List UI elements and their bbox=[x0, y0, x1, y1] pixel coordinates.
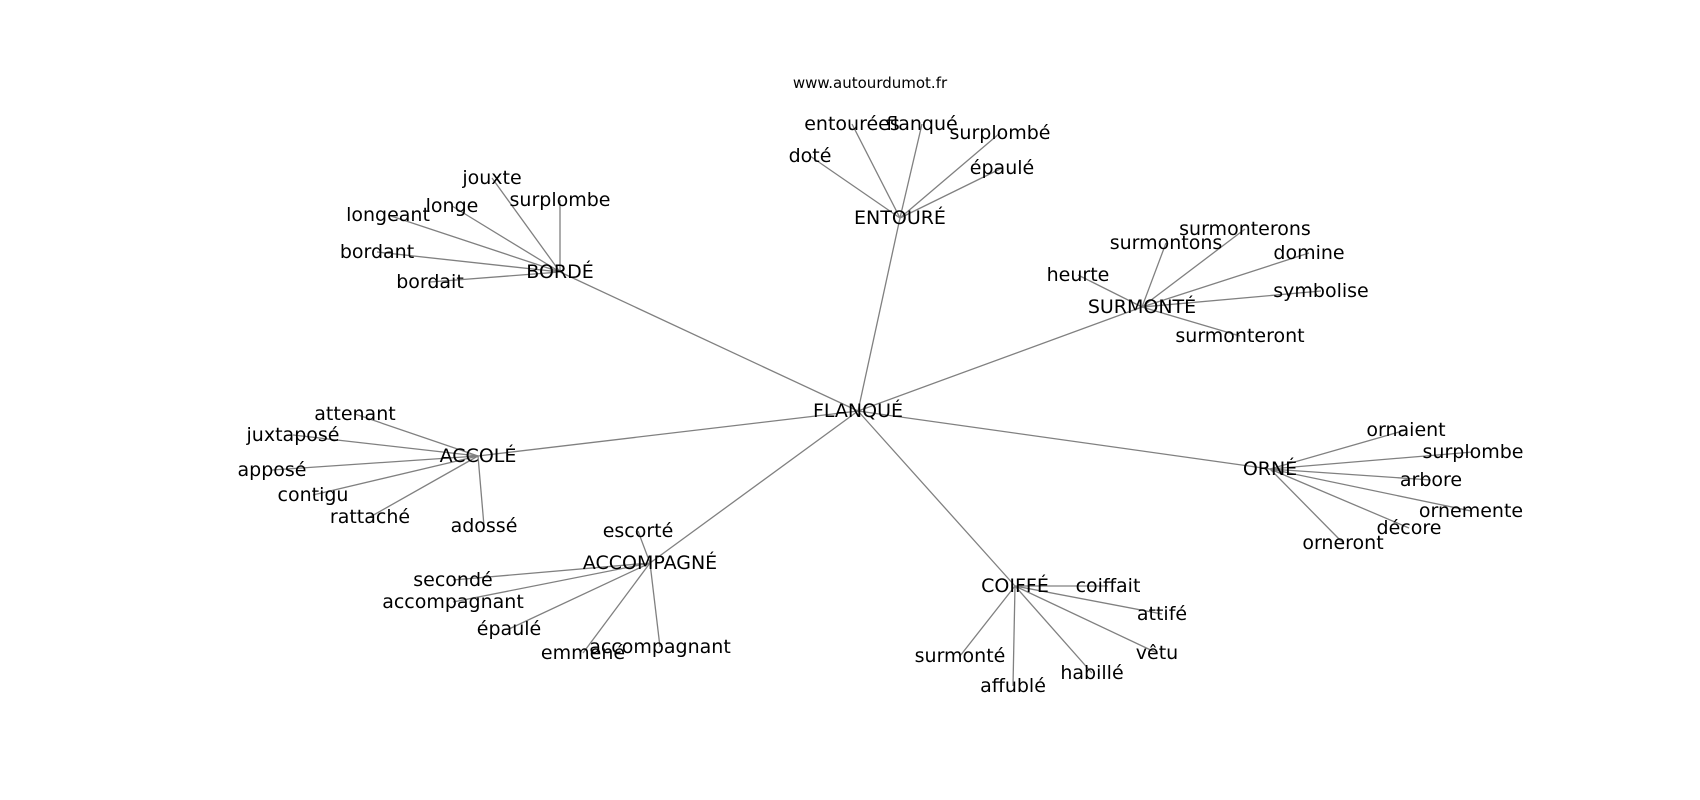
leaf-word-entoure: entourées bbox=[804, 113, 900, 135]
source-url: www.autourdumot.fr bbox=[793, 74, 948, 92]
leaf-word-entoure: épaulé bbox=[970, 157, 1034, 179]
edge-orne-leaf bbox=[1269, 468, 1472, 512]
leaf-word-coiffe: surmonté bbox=[915, 645, 1006, 667]
edge-accompagne-leaf bbox=[637, 530, 651, 564]
leaf-word-surmonte: surmonterons bbox=[1179, 218, 1311, 240]
leaf-word-accole: apposé bbox=[238, 459, 307, 481]
leaf-word-surmonte: heurte bbox=[1047, 264, 1110, 286]
edge-orne-leaf bbox=[1269, 468, 1410, 529]
edge-coiffe-leaf bbox=[1014, 585, 1158, 654]
edge-coiffe-leaf bbox=[1014, 585, 1093, 674]
leaf-word-orne: arbore bbox=[1400, 469, 1462, 491]
edge-entoure-leaf bbox=[851, 123, 901, 219]
edge-borde-leaf bbox=[491, 177, 561, 273]
leaf-word-orne: orneront bbox=[1302, 532, 1383, 554]
leaf-word-surmonte: symbolise bbox=[1273, 280, 1368, 302]
edge-orne-leaf bbox=[1269, 429, 1407, 470]
edge-accole-leaf bbox=[369, 455, 479, 518]
graph-labels: www.autourdumot.fr jouxte longe surplombe l… bbox=[238, 74, 1524, 697]
cluster-word-entoure: ENTOURÉ bbox=[854, 206, 946, 229]
leaf-word-accompagne: accompagnant bbox=[589, 636, 731, 658]
leaf-word-accompagne: épaulé bbox=[477, 618, 541, 640]
edge-entoure-leaf bbox=[809, 155, 901, 219]
edge-borde-leaf bbox=[376, 251, 561, 273]
edge-entoure-leaf bbox=[899, 123, 923, 219]
edge-accole-leaf bbox=[477, 455, 485, 527]
edge-borde-leaf bbox=[387, 214, 561, 273]
leaf-word-coiffe: coiffait bbox=[1076, 575, 1141, 597]
edge-orne-leaf bbox=[1269, 468, 1432, 481]
cluster-word-borde: BORDÉ bbox=[526, 260, 594, 283]
cluster-word-coiffe: COIFFÉ bbox=[981, 574, 1049, 597]
leaf-word-orne: décore bbox=[1377, 517, 1442, 539]
leaf-word-orne: ornaient bbox=[1366, 419, 1445, 441]
leaf-word-borde: bordant bbox=[340, 241, 414, 263]
edge-entoure-leaf bbox=[899, 167, 1003, 219]
leaf-word-coiffe: habillé bbox=[1060, 662, 1123, 684]
cluster-word-surmonte: SURMONTÉ bbox=[1088, 295, 1196, 318]
edge-surmonte-leaf bbox=[1077, 274, 1143, 308]
leaf-word-surmonte: surmonteront bbox=[1175, 325, 1304, 347]
leaf-word-accompagne: secondé bbox=[413, 569, 492, 591]
edge-center-coiffe bbox=[857, 410, 1016, 587]
leaf-word-coiffe: vêtu bbox=[1136, 642, 1178, 664]
leaf-word-borde: surplombe bbox=[510, 189, 611, 211]
leaf-word-surmonte: domine bbox=[1273, 242, 1344, 264]
edge-accole-leaf bbox=[271, 455, 479, 471]
leaf-word-entoure: doté bbox=[789, 145, 832, 167]
leaf-word-accole: juxtaposé bbox=[246, 424, 340, 446]
leaf-word-accompagne: emmené bbox=[541, 642, 625, 664]
edge-coiffe-leaf bbox=[1014, 585, 1163, 615]
edge-accompagne-leaf bbox=[582, 562, 651, 654]
leaf-word-accole: attenant bbox=[314, 403, 395, 425]
edge-entoure-leaf bbox=[899, 132, 1001, 219]
edge-accompagne-leaf bbox=[452, 562, 651, 603]
edge-center-borde bbox=[559, 271, 859, 412]
edge-surmonte-leaf bbox=[1141, 228, 1246, 308]
edge-accole-leaf bbox=[292, 434, 479, 457]
leaf-word-accole: rattaché bbox=[330, 506, 410, 528]
edge-center-orne bbox=[857, 410, 1271, 470]
edge-center-accompagne bbox=[649, 410, 859, 564]
cluster-word-accompagne: ACCOMPAGNÉ bbox=[583, 551, 717, 574]
edge-surmonte-leaf bbox=[1141, 306, 1241, 337]
edge-center-surmonte bbox=[857, 306, 1143, 412]
edge-orne-leaf bbox=[1269, 451, 1474, 470]
leaf-word-surmonte: surmontons bbox=[1110, 232, 1223, 254]
leaf-word-coiffe: affublé bbox=[980, 675, 1046, 697]
edge-borde-leaf bbox=[429, 271, 561, 283]
leaf-word-accole: contigu bbox=[278, 484, 349, 506]
edge-coiffe-leaf bbox=[959, 585, 1016, 657]
leaf-word-accompagne: escorté bbox=[603, 520, 674, 542]
leaf-word-borde: bordait bbox=[396, 271, 464, 293]
leaf-word-borde: longeant bbox=[346, 204, 430, 226]
edge-coiffe-leaf bbox=[1012, 585, 1016, 687]
edge-center-accole bbox=[477, 410, 859, 457]
leaf-word-accole: adossé bbox=[451, 515, 518, 537]
leaf-word-entoure: surplombé bbox=[950, 122, 1051, 144]
edge-accompagne-leaf bbox=[508, 562, 651, 630]
leaf-word-borde: longe bbox=[426, 195, 479, 217]
edge-surmonte-leaf bbox=[1141, 242, 1167, 308]
leaf-word-borde: jouxte bbox=[461, 167, 521, 189]
edge-surmonte-leaf bbox=[1141, 290, 1322, 308]
leaf-word-orne: ornemente bbox=[1419, 500, 1523, 522]
center-word: FLANQUÉ bbox=[813, 399, 903, 422]
leaf-word-accompagne: accompagnant bbox=[382, 591, 524, 613]
leaf-word-coiffe: attifé bbox=[1137, 603, 1187, 625]
edge-surmonte-leaf bbox=[1141, 252, 1310, 308]
cluster-word-accole: ACCOLÉ bbox=[440, 444, 517, 467]
cluster-word-orne: ORNÉ bbox=[1243, 457, 1297, 480]
edge-orne-leaf bbox=[1269, 468, 1344, 544]
graph-edges bbox=[271, 123, 1474, 687]
leaf-word-entoure: flanqué bbox=[886, 113, 957, 135]
leaf-word-orne: surplombe bbox=[1423, 441, 1524, 463]
edge-center-entoure bbox=[857, 217, 901, 412]
edge-accompagne-leaf bbox=[649, 562, 661, 648]
edge-accole-leaf bbox=[354, 413, 479, 457]
edge-accole-leaf bbox=[312, 455, 479, 496]
edge-accompagne-leaf bbox=[452, 562, 651, 581]
edge-borde-leaf bbox=[451, 205, 561, 273]
